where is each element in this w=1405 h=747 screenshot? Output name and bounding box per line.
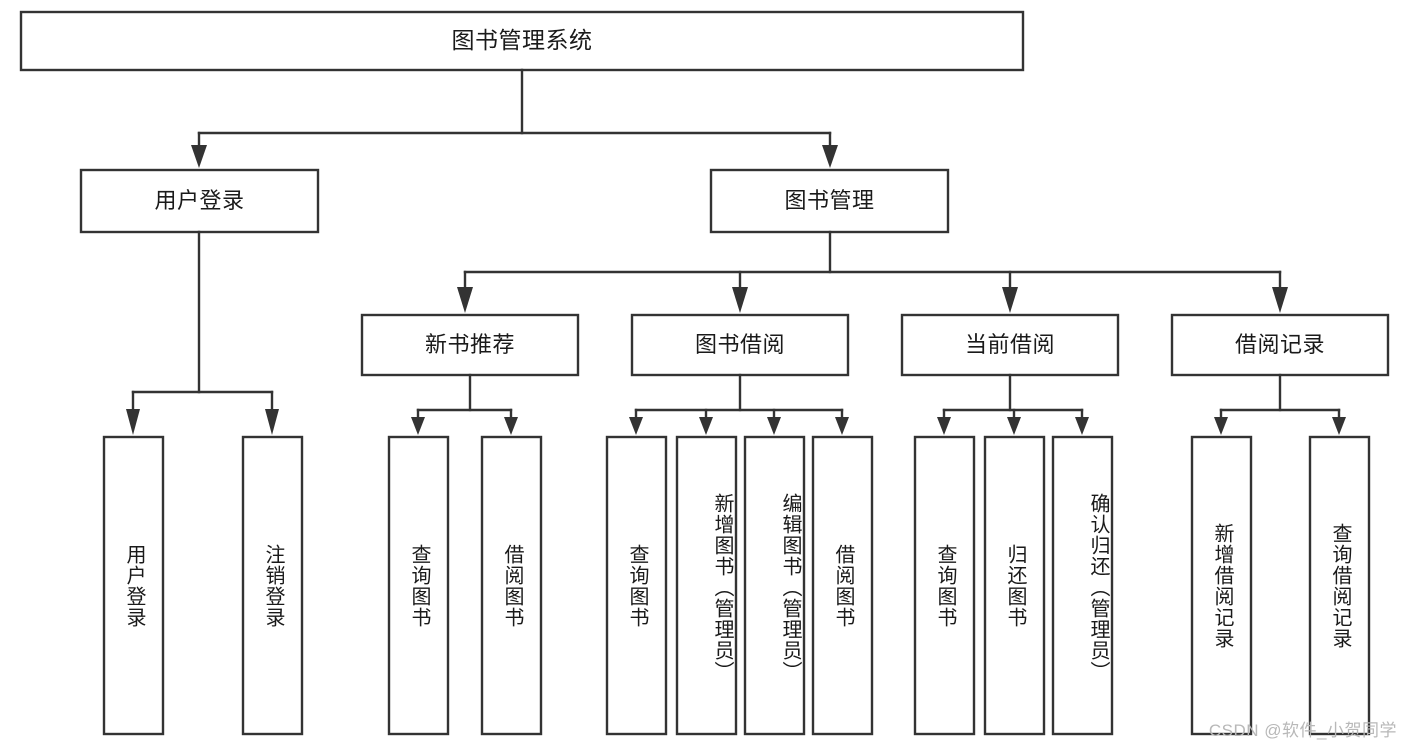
node-box-book-borrow[interactable] [630, 313, 850, 377]
arrow-head-borrow-record [1272, 287, 1288, 313]
node-box-leaf-query-book-2[interactable] [605, 435, 668, 736]
node-box-leaf-add-book[interactable] [675, 435, 738, 736]
arrow-head-user-login [191, 145, 207, 168]
node-box-user-login[interactable] [79, 168, 320, 234]
node-box-leaf-borrow-book-2[interactable] [811, 435, 874, 736]
node-box-root[interactable] [19, 10, 1025, 72]
arrow-head-leaf-add-record [1214, 417, 1228, 435]
node-box-borrow-record[interactable] [1170, 313, 1390, 377]
arrow-head-book-borrow [732, 287, 748, 313]
node-box-leaf-borrow-book-1[interactable] [480, 435, 543, 736]
node-box-leaf-confirm-return[interactable] [1051, 435, 1114, 736]
arrow-head-leaf-query-record [1332, 417, 1346, 435]
node-box-new-book-recommend[interactable] [360, 313, 580, 377]
arrow-head-current-borrow [1002, 287, 1018, 313]
arrow-head-leaf-return-book [1007, 417, 1021, 435]
arrow-head-leaf-edit-book [767, 417, 781, 435]
arrow-head-new-book-recommend [457, 287, 473, 313]
arrow-head-leaf-query-book-1 [411, 417, 425, 435]
node-box-current-borrow[interactable] [900, 313, 1120, 377]
arrow-head-leaf-borrow-book-1 [504, 417, 518, 435]
node-box-leaf-query-book-1[interactable] [387, 435, 450, 736]
arrow-head-leaf-user-login [126, 409, 140, 435]
node-box-leaf-query-book-3[interactable] [913, 435, 976, 736]
node-box-leaf-edit-book[interactable] [743, 435, 806, 736]
arrow-head-leaf-query-book-2 [629, 417, 643, 435]
arrow-head-leaf-borrow-book-2 [835, 417, 849, 435]
node-box-book-management[interactable] [709, 168, 950, 234]
arrow-head-leaf-query-book-3 [937, 417, 951, 435]
watermark-text: CSDN @软件_小贺同学 [1208, 721, 1397, 740]
arrow-head-leaf-logout-login [265, 409, 279, 435]
node-box-leaf-add-record[interactable] [1190, 435, 1253, 736]
node-box-leaf-return-book[interactable] [983, 435, 1046, 736]
node-box-leaf-user-login[interactable] [102, 435, 165, 736]
arrow-head-book-management [822, 145, 838, 168]
arrow-head-leaf-confirm-return [1075, 417, 1089, 435]
node-box-leaf-logout-login[interactable] [241, 435, 304, 736]
node-box-leaf-query-record[interactable] [1308, 435, 1371, 736]
arrow-head-leaf-add-book [699, 417, 713, 435]
